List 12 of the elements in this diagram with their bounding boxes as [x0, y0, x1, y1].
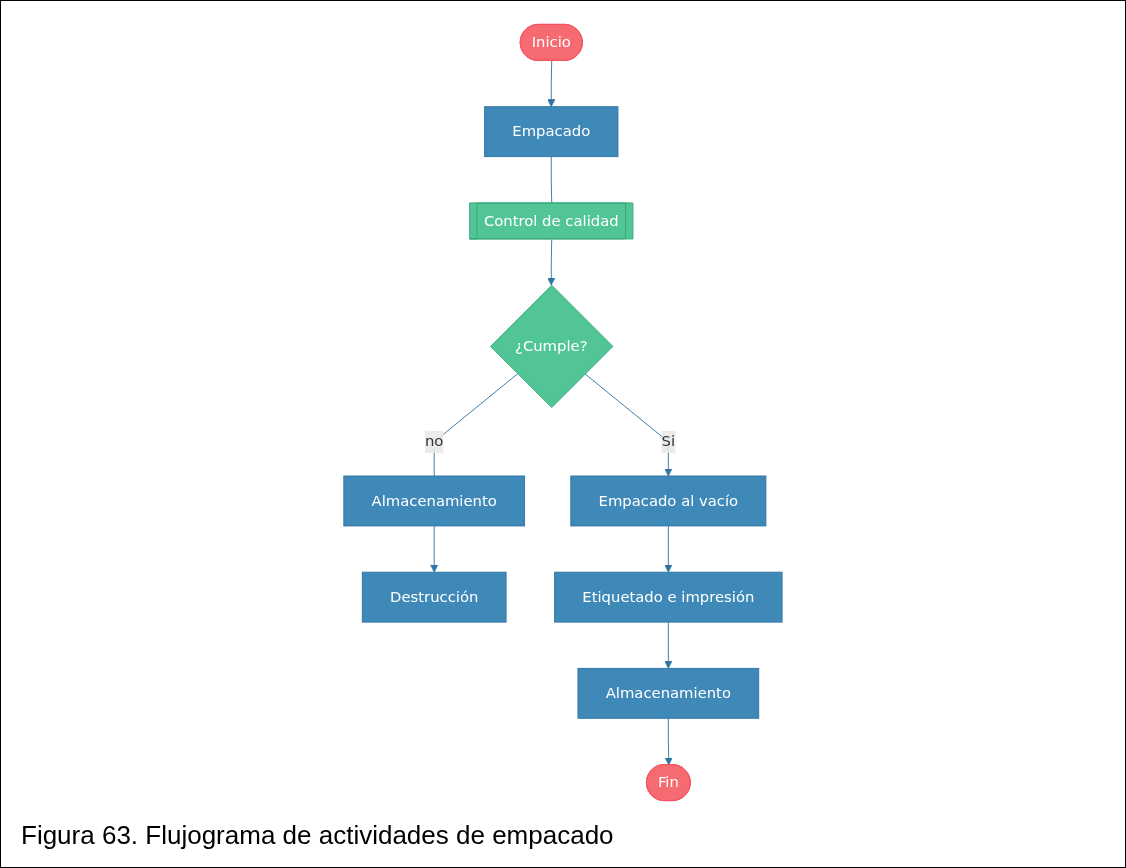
- node-box: Empacado al vacío: [570, 475, 767, 527]
- edge-label: no: [425, 432, 444, 451]
- node-box: Empacado: [484, 106, 619, 158]
- node-box: Destrucción: [361, 571, 507, 623]
- caption: Figura 63. Flujograma de actividades de empacado: [21, 820, 615, 851]
- connector: [550, 156, 553, 204]
- edge-label: Si: [661, 432, 676, 451]
- node-box: Almacenamiento: [343, 475, 526, 527]
- connector: [433, 373, 519, 477]
- node-box: Etiquetado e impresión: [554, 571, 783, 623]
- node-box: Almacenamiento: [577, 667, 760, 719]
- node-diamond: ¿Cumple?: [490, 284, 614, 409]
